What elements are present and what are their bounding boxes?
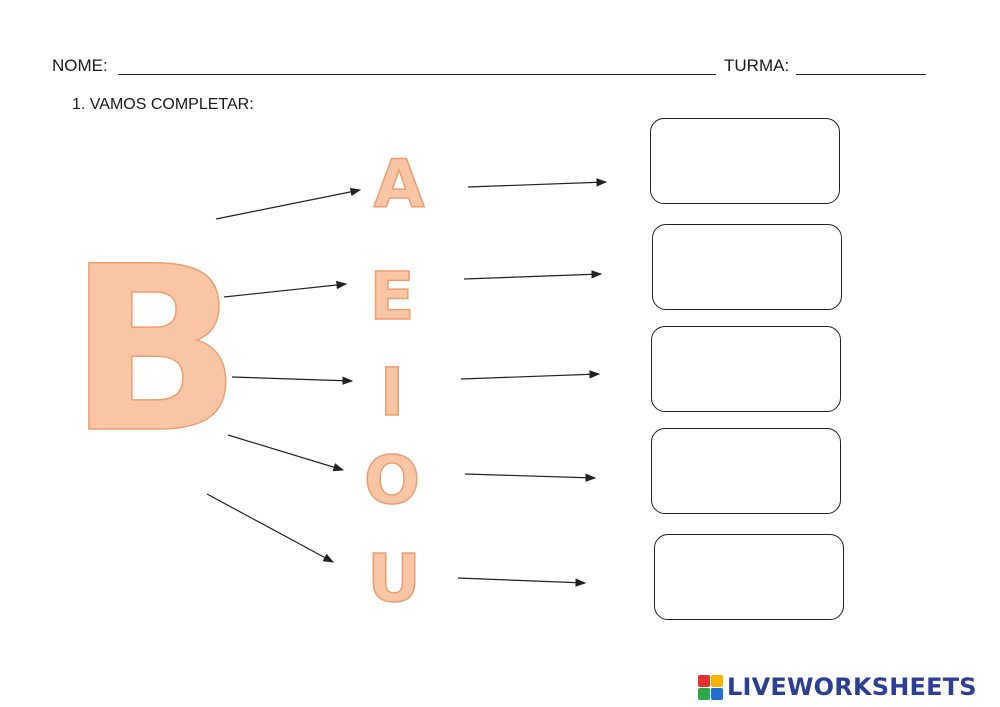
logo-text: LIVEWORKSHEETS xyxy=(727,673,977,701)
vowel-i: I xyxy=(379,354,405,431)
arrow-o-to-box xyxy=(464,473,597,482)
arrow-b-to-i xyxy=(231,376,354,385)
arrow-a-to-box xyxy=(467,178,608,188)
header-row: NOME: TURMA: xyxy=(52,56,932,78)
answer-box-bi[interactable] xyxy=(651,326,841,412)
arrow-e-to-box xyxy=(463,270,603,280)
consonant-letter: B xyxy=(67,217,242,483)
liveworksheets-logo-icon xyxy=(698,674,723,700)
arrow-b-to-e xyxy=(223,280,348,298)
arrow-u-to-box xyxy=(457,577,587,587)
vowel-a: A xyxy=(373,146,426,223)
answer-box-bu[interactable] xyxy=(654,534,844,620)
vowel-e: E xyxy=(369,258,416,335)
answer-box-ba[interactable] xyxy=(650,118,840,204)
answer-box-bo[interactable] xyxy=(651,428,841,514)
arrow-i-to-box xyxy=(460,370,601,380)
question-title: 1. VAMOS COMPLETAR: xyxy=(72,96,254,113)
arrow-b-to-a xyxy=(215,187,362,220)
arrow-b-to-o xyxy=(227,434,345,472)
vowel-u: U xyxy=(366,540,421,617)
liveworksheets-logo: LIVEWORKSHEETS xyxy=(698,672,977,702)
class-label: TURMA: xyxy=(724,56,790,75)
name-field-line[interactable] xyxy=(118,74,716,75)
name-label: NOME: xyxy=(52,56,108,75)
class-field-line[interactable] xyxy=(796,74,926,75)
answer-box-be[interactable] xyxy=(652,224,842,310)
arrow-b-to-u xyxy=(206,493,335,563)
vowel-o: O xyxy=(363,442,421,519)
